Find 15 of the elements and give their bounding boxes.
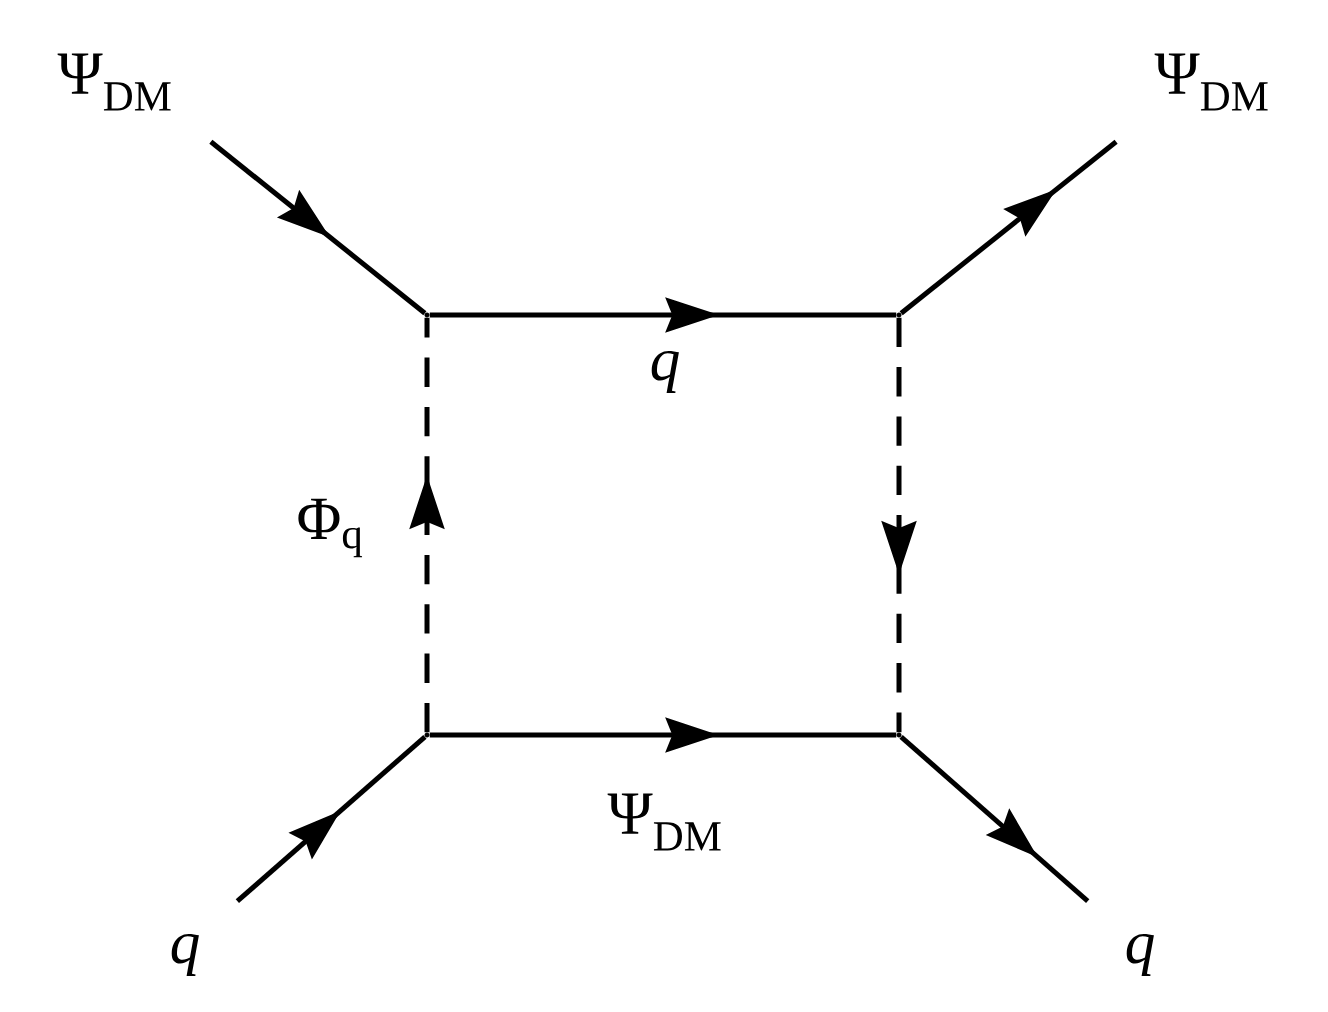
- arrow: [235, 734, 427, 904]
- vertex-point: [424, 732, 430, 738]
- arrow: [209, 139, 427, 316]
- edge-label: Φ$_{q}$: [293, 496, 367, 560]
- edge-label: Ψ$_{DM}$: [604, 790, 726, 854]
- vertex-point: [896, 312, 902, 318]
- vertex-point: [424, 312, 430, 318]
- arrow: [899, 734, 1090, 903]
- particle-label: q: [1126, 934, 1154, 976]
- particle-label: q: [171, 934, 199, 976]
- particle-label: Ψ$_{DM}$: [1154, 53, 1268, 111]
- particle-label: Ψ$_{DM}$: [57, 53, 171, 111]
- edge-label: q: [647, 348, 683, 396]
- arrow: [899, 139, 1118, 316]
- vertex-point: [896, 732, 902, 738]
